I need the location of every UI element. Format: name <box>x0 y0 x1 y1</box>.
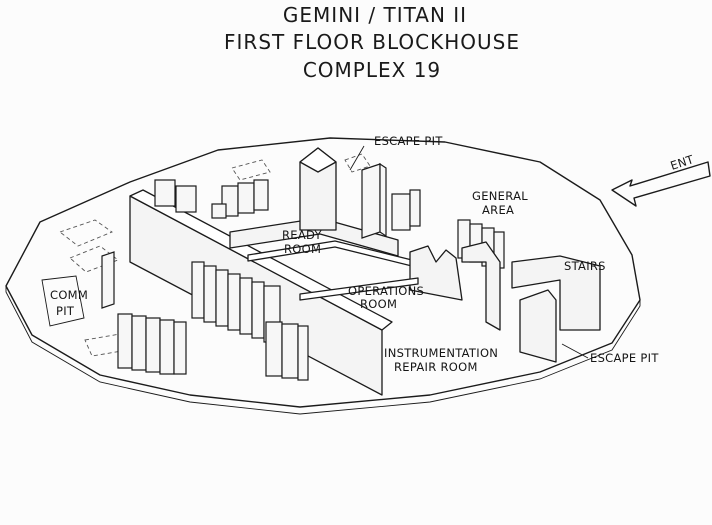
title-line-1: GEMINI / TITAN II <box>283 3 467 27</box>
stairs-block <box>511 255 601 331</box>
escape-pit-top-leader <box>349 145 365 171</box>
escape-pit-right-leader <box>561 343 589 359</box>
right-interior-wall <box>461 241 501 331</box>
lower-left-cabinets <box>117 313 187 375</box>
operations-room-divider <box>299 277 419 301</box>
label-escape-pit-top: ESCAPE PIT <box>374 134 443 148</box>
lower-middle-cabinets <box>265 321 309 381</box>
label-escape-pit-right: ESCAPE PIT <box>590 351 659 365</box>
floor-markings <box>59 153 371 357</box>
entrance-arrow <box>611 161 711 207</box>
left-standalone-cabinet <box>101 251 115 309</box>
label-operations-room-2: ROOM <box>360 297 397 311</box>
title-line-3: COMPLEX 19 <box>303 58 441 82</box>
label-entrance: ENT <box>669 152 697 173</box>
label-ready-room-1: READY <box>282 228 323 242</box>
floor-outline <box>5 137 641 408</box>
escape-pit-cabinet-side <box>379 162 387 238</box>
label-stairs: STAIRS <box>564 259 606 273</box>
comm-pit-frame <box>41 275 85 327</box>
escape-pit-right-wall <box>519 289 557 363</box>
central-tower-top <box>299 147 337 173</box>
label-operations-room-1: OPERATIONS <box>348 284 424 298</box>
label-ready-room-2: ROOM <box>284 242 321 256</box>
label-general-area-1: GENERAL <box>472 189 528 203</box>
label-instrumentation-1: INSTRUMENTATION <box>384 346 498 360</box>
label-instrumentation-2: REPAIR ROOM <box>394 360 478 374</box>
operations-room-wall <box>409 245 463 301</box>
escape-pit-cabinet <box>361 163 381 239</box>
back-cabinets <box>154 179 269 219</box>
label-comm-pit-1: COMM <box>50 288 88 302</box>
right-back-cabinets <box>391 189 421 231</box>
floor-edge <box>5 286 641 415</box>
label-general-area-2: AREA <box>482 203 514 217</box>
label-comm-pit-2: PIT <box>56 304 75 318</box>
title-line-2: FIRST FLOOR BLOCKHOUSE <box>224 30 520 54</box>
